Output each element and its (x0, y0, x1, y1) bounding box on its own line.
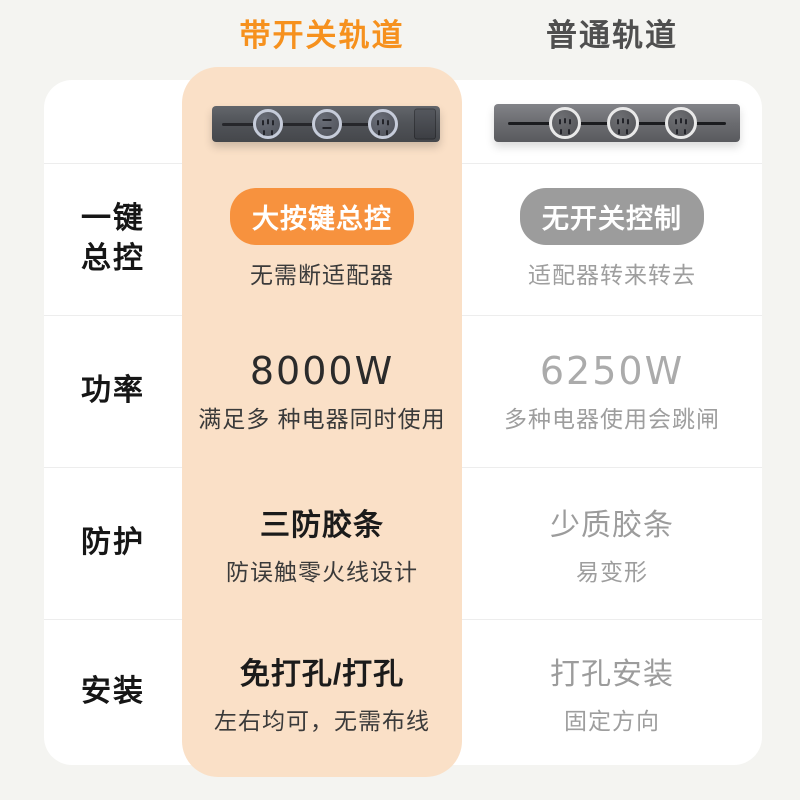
socket-icon (253, 109, 283, 139)
cell-title: 免打孔/打孔 (239, 657, 405, 691)
cell-plain-track: 无开关控制 适配器转来转去 (462, 163, 762, 315)
socket-icon (607, 107, 639, 139)
cell-subtext: 左右均可，无需布线 (214, 707, 430, 734)
column-header-switch-track: 带开关轨道 (239, 18, 405, 53)
highlight-column-panel (182, 67, 462, 777)
comparison-row-master-control: 一键 总控 大按键总控 无需断适配器 无开关控制 适配器转来转去 (44, 163, 762, 315)
master-switch-icon (414, 108, 436, 140)
comparison-row-power: 功率 8000W 满足多 种电器同时使用 6250W 多种电器使用会跳闸 (44, 315, 762, 467)
cell-switch-track: 免打孔/打孔 左右均可，无需布线 (182, 619, 462, 765)
cell-subtext: 易变形 (576, 558, 648, 585)
socket-icon (312, 109, 342, 139)
cell-plain-track: 少质胶条 易变形 (462, 467, 762, 619)
cell-subtext: 满足多 种电器同时使用 (198, 405, 446, 432)
cell-subtext: 固定方向 (564, 707, 660, 734)
cell-title: 打孔安装 (550, 657, 674, 691)
row-label: 功率 (81, 374, 145, 407)
row-label: 安装 (81, 675, 145, 708)
track-slot (222, 123, 396, 126)
cell-subtext: 多种电器使用会跳闸 (504, 405, 720, 432)
highlight-badge: 大按键总控 (230, 188, 414, 245)
socket-icon (549, 107, 581, 139)
switch-track-image (212, 106, 440, 142)
gray-badge: 无开关控制 (520, 188, 704, 245)
comparison-row-protection: 防护 三防胶条 防误触零火线设计 少质胶条 易变形 (44, 467, 762, 619)
comparison-row-installation: 安装 免打孔/打孔 左右均可，无需布线 打孔安装 固定方向 (44, 619, 762, 765)
column-header-plain-track: 普通轨道 (546, 18, 678, 53)
cell-title: 8000W (249, 348, 395, 393)
cell-subtext: 适配器转来转去 (528, 262, 696, 288)
row-label: 防护 (81, 526, 145, 559)
cell-subtext: 无需断适配器 (250, 262, 394, 288)
cell-subtext: 防误触零火线设计 (226, 558, 418, 585)
cell-switch-track: 三防胶条 防误触零火线设计 (182, 467, 462, 619)
cell-plain-track: 6250W 多种电器使用会跳闸 (462, 315, 762, 467)
plain-track-image (494, 104, 740, 142)
row-label: 一键 总控 (81, 202, 145, 275)
cell-title: 三防胶条 (260, 508, 384, 542)
cell-title: 6250W (539, 348, 685, 393)
socket-icon (368, 109, 398, 139)
cell-switch-track: 大按键总控 无需断适配器 (182, 163, 462, 315)
cell-plain-track: 打孔安装 固定方向 (462, 619, 762, 765)
socket-icon (665, 107, 697, 139)
cell-switch-track: 8000W 满足多 种电器同时使用 (182, 315, 462, 467)
cell-title: 少质胶条 (550, 508, 674, 542)
